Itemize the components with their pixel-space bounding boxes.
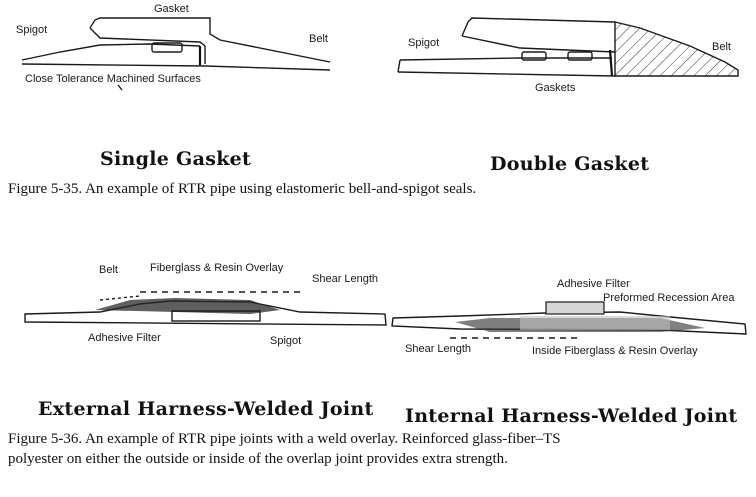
double-gasket-label-spigot: Spigot: [408, 37, 440, 49]
external-joint-diagram: [24, 291, 387, 326]
internal-joint-label-adhesive: Adhesive Filter: [557, 278, 630, 290]
double-gasket-heading: Double Gasket: [490, 153, 650, 175]
external-joint-label-belt: Belt: [99, 264, 118, 276]
external-joint-heading: External Harness-Welded Joint: [38, 398, 374, 420]
double-gasket-label-belt: Belt: [712, 41, 731, 53]
single-gasket-label-belt: Belt: [309, 33, 328, 45]
figure-5-36-caption-line1: Figure 5-36. An example of RTR pipe join…: [8, 431, 561, 447]
single-gasket-heading: Single Gasket: [100, 148, 252, 170]
external-joint-label-shear: Shear Length: [312, 273, 379, 285]
internal-joint-diagram: [391, 301, 747, 339]
figure-5-36-caption-line2: polyester on either the outside or insid…: [8, 451, 508, 467]
internal-joint-label-shear: Shear Length: [405, 343, 472, 355]
internal-joint-heading: Internal Harness-Welded Joint: [405, 405, 738, 427]
internal-joint-label-recession: Preformed Recession Area: [603, 292, 735, 304]
figure-5-35-caption: Figure 5-35. An example of RTR pipe usin…: [8, 181, 477, 197]
single-gasket-label-gasket: Gasket: [154, 3, 189, 15]
external-joint-label-overlay: Fiberglass & Resin Overlay: [150, 262, 284, 274]
internal-joint-label-overlay: Inside Fiberglass & Resin Overlay: [532, 345, 698, 357]
double-gasket-label-gaskets: Gaskets: [535, 82, 576, 94]
single-gasket-label-surfaces: Close Tolerance Machined Surfaces: [25, 73, 201, 85]
external-joint-label-spigot: Spigot: [270, 335, 302, 347]
external-joint-label-adhesive: Adhesive Filter: [88, 332, 161, 344]
double-gasket-diagram: [397, 17, 739, 77]
single-gasket-diagram: [21, 17, 331, 91]
single-gasket-label-spigot: Spigot: [16, 24, 48, 36]
